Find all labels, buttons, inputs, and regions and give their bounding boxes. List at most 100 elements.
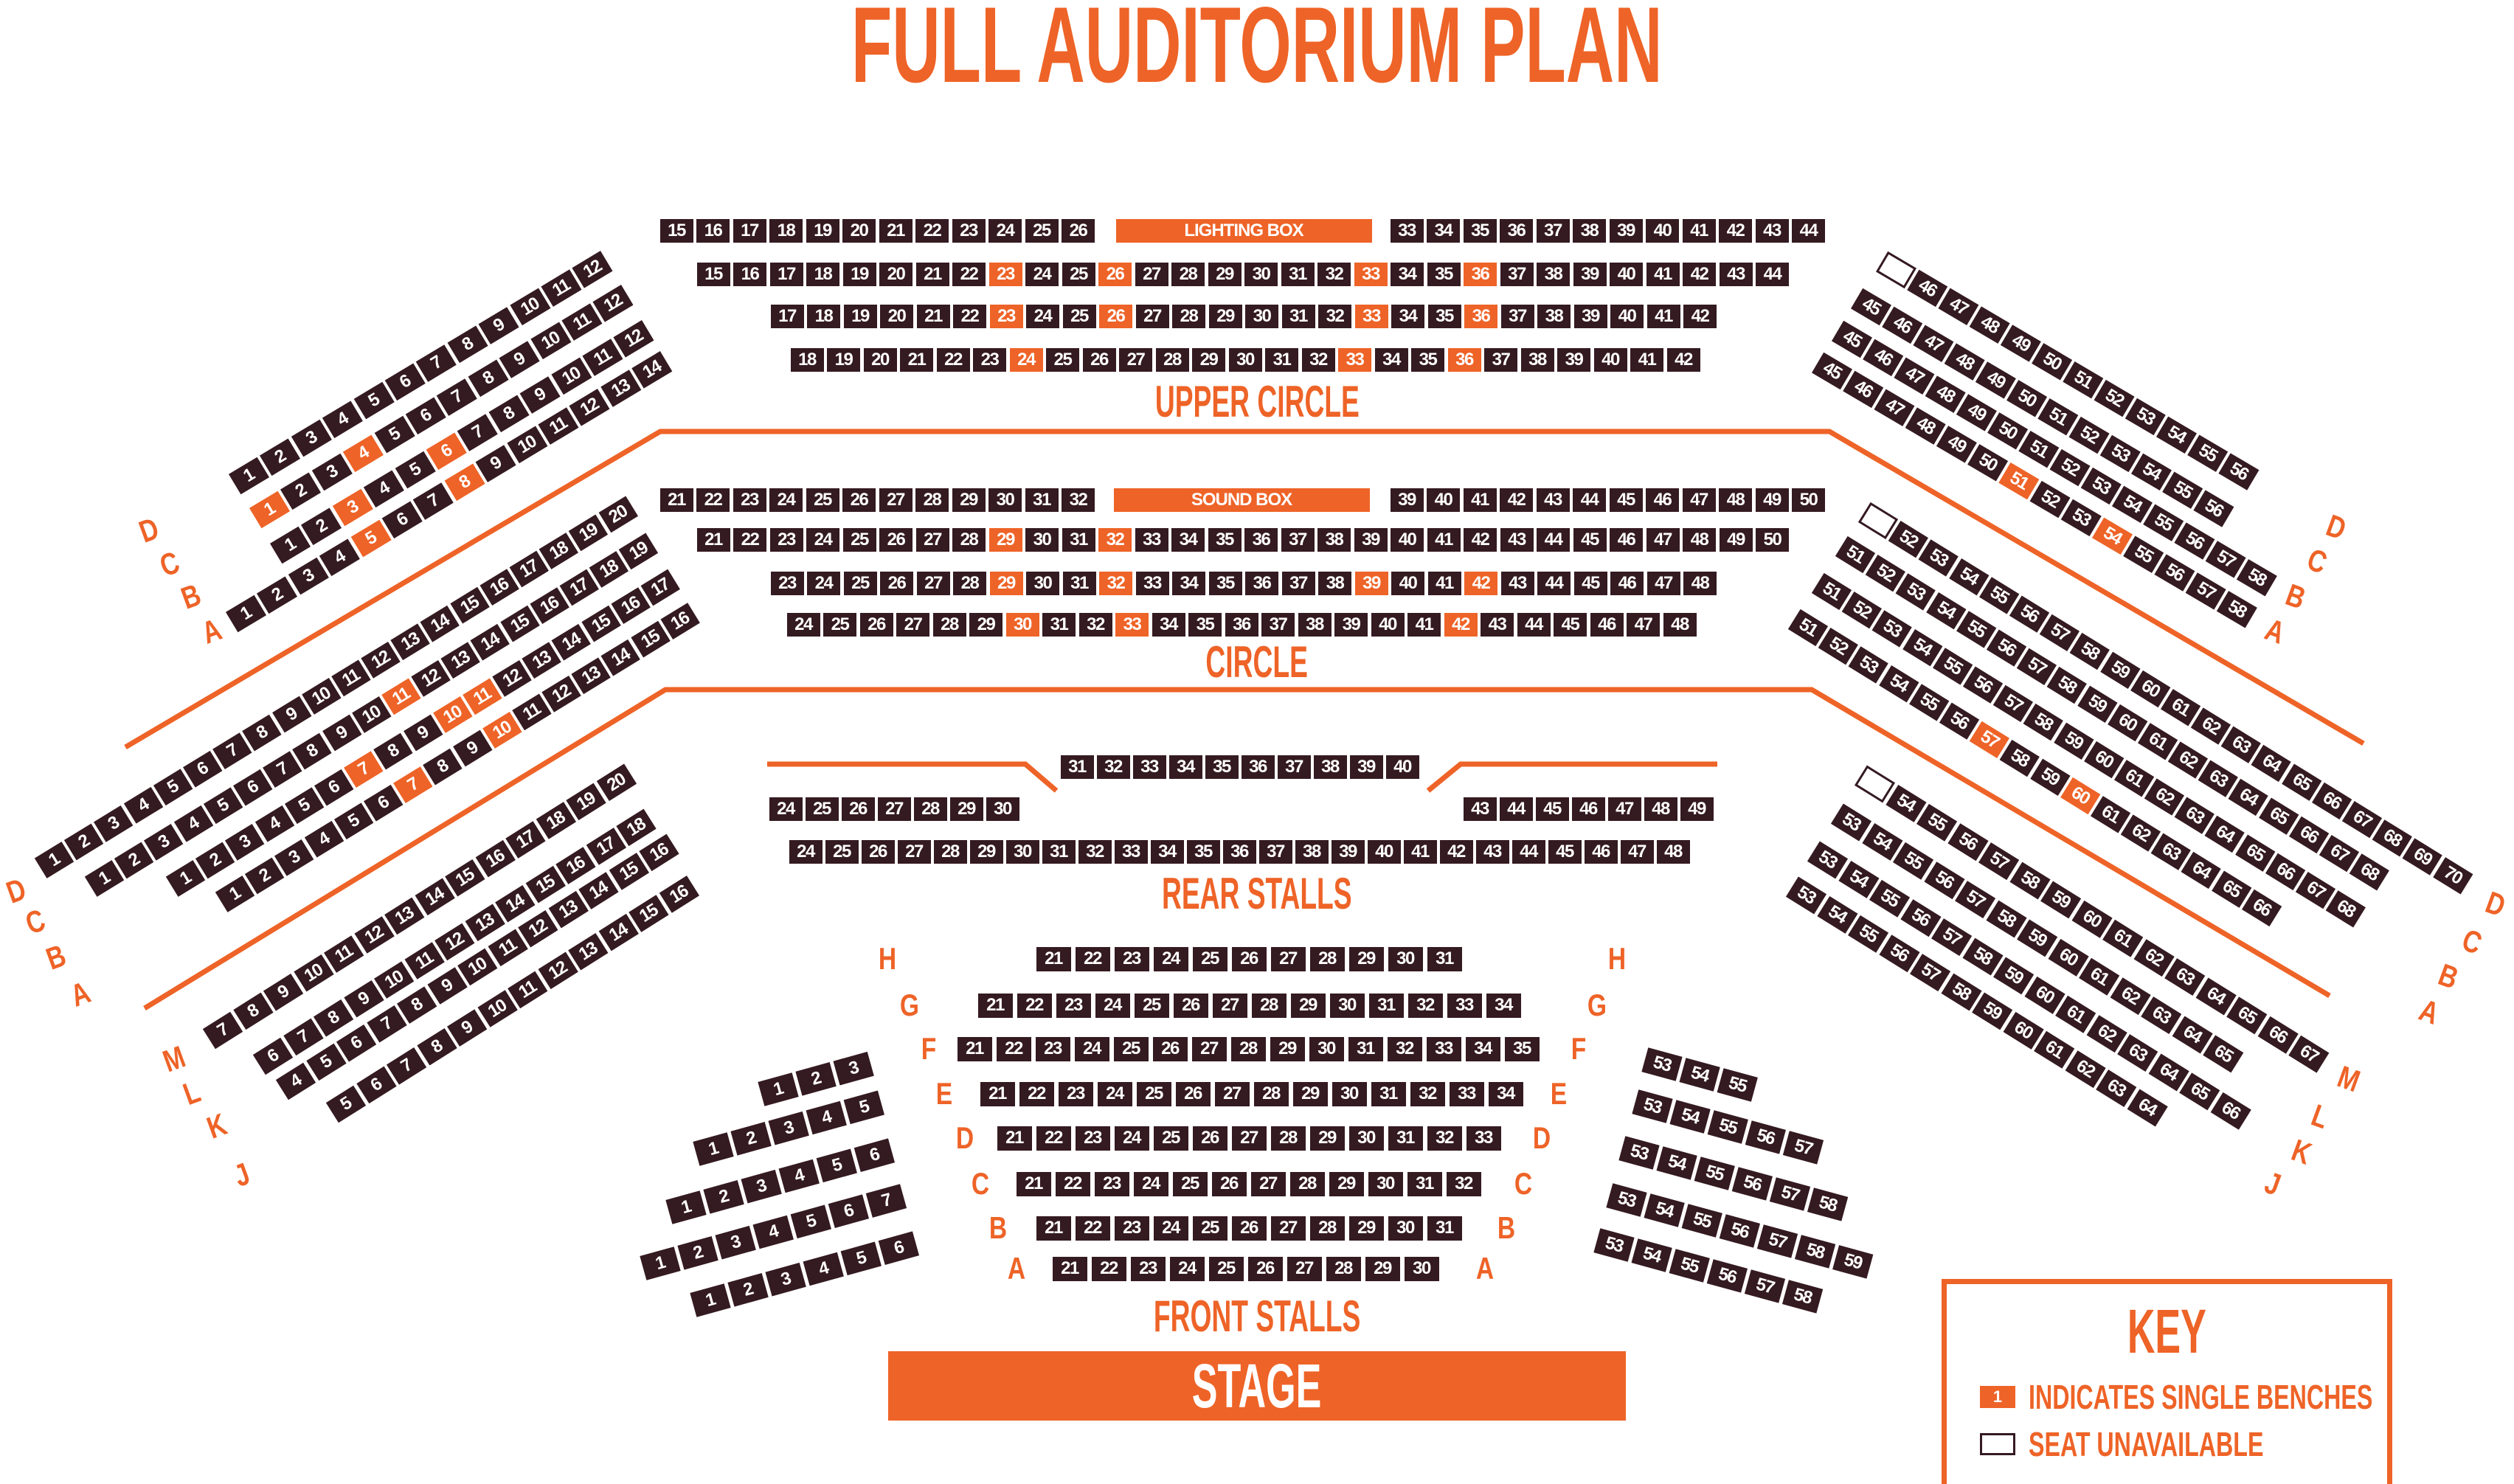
seat[interactable]: 31 [1388,1126,1423,1151]
seat[interactable]: 26 [1192,1126,1227,1151]
seat[interactable]: 33 [1132,755,1166,779]
seat[interactable]: 38 [1537,263,1570,286]
seat[interactable]: 36 [1225,613,1258,637]
seat[interactable]: 39 [1573,305,1607,328]
seat[interactable]: 33 [1114,840,1148,864]
seat[interactable]: 22 [1055,1171,1090,1196]
seat[interactable]: 29 [1208,263,1242,286]
seat[interactable]: 46 [1584,840,1618,864]
seat[interactable]: 30 [1228,348,1262,372]
seat[interactable]: 31 [1042,840,1076,864]
seat[interactable]: 40 [1391,528,1424,552]
seat[interactable]: 16 [733,263,766,286]
seat[interactable]: 20 [879,263,913,286]
seat[interactable]: 32 [1096,755,1130,779]
seat[interactable]: 22 [915,219,949,243]
seat[interactable]: 32 [1301,348,1335,372]
seat[interactable]: 25 [823,613,856,637]
seat[interactable]: 29 [952,488,986,512]
seat[interactable]: 25 [1208,1256,1244,1281]
seat[interactable]: 31 [1427,946,1462,971]
seat[interactable]: 24 [789,840,823,864]
seat[interactable]: 31 [1348,1036,1383,1061]
seat[interactable]: 27 [1214,1081,1250,1106]
seat[interactable]: 35 [1208,572,1242,595]
seat-single-bench[interactable]: 26 [1098,263,1132,286]
seat-single-bench[interactable]: 29 [988,528,1022,552]
seat[interactable]: 41 [1463,488,1497,512]
seat[interactable]: 23 [1094,1171,1129,1196]
seat[interactable]: 48 [1683,528,1716,552]
seat[interactable]: 23 [1130,1256,1166,1281]
seat[interactable]: 38 [1317,528,1351,552]
seat[interactable]: 45 [1548,840,1582,864]
seat[interactable]: 29 [1208,305,1242,328]
seat[interactable]: 29 [1348,1216,1384,1241]
seat[interactable]: 19 [827,348,860,372]
seat[interactable]: 27 [1135,263,1168,286]
seat[interactable]: 31 [1025,488,1059,512]
seat[interactable]: 42 [1683,305,1717,328]
seat[interactable]: 28 [1309,1216,1345,1241]
seat[interactable]: 37 [1484,348,1517,372]
seat[interactable]: 28 [1155,348,1189,372]
seat[interactable]: 31 [1060,755,1094,779]
seat[interactable]: 23 [1114,1216,1149,1241]
seat[interactable]: 29 [969,613,1003,637]
seat[interactable]: 38 [1313,755,1347,779]
seat[interactable]: 30 [1388,946,1423,971]
seat[interactable]: 39 [1334,613,1368,637]
seat[interactable]: 27 [1119,348,1152,372]
seat[interactable]: 35 [1208,528,1242,552]
seat[interactable]: 38 [1537,305,1571,328]
seat[interactable]: 47 [1620,840,1654,864]
seat[interactable]: 23 [1114,946,1149,971]
seat[interactable]: 26 [1082,348,1116,372]
seat[interactable]: 34 [1374,348,1408,372]
seat[interactable]: 32 [1410,1081,1445,1106]
seat[interactable]: 28 [953,572,986,595]
seat[interactable]: 32 [1317,263,1351,286]
seat[interactable]: 29 [1348,946,1384,971]
seat-single-bench[interactable]: 26 [1099,305,1132,328]
seat[interactable]: 26 [1231,946,1267,971]
seat[interactable]: 31 [1281,263,1315,286]
seat[interactable]: 26 [1231,1216,1267,1241]
seat[interactable]: 30 [1005,840,1039,864]
seat[interactable]: 29 [1270,1036,1305,1061]
seat[interactable]: 30 [1348,1126,1384,1151]
seat[interactable]: 28 [1251,993,1287,1018]
seat[interactable]: 40 [1371,613,1405,637]
seat[interactable]: 43 [1463,797,1497,821]
seat[interactable]: 44 [1537,572,1571,595]
seat[interactable]: 36 [1245,572,1278,595]
seat[interactable]: 21 [915,263,949,286]
seat[interactable]: 26 [880,572,913,595]
seat[interactable]: 31 [1427,1216,1462,1241]
seat[interactable]: 36 [1241,755,1275,779]
seat[interactable]: 25 [1062,305,1096,328]
seat[interactable]: 44 [1517,613,1551,637]
seat[interactable]: 37 [1281,528,1315,552]
seat[interactable]: 41 [1427,528,1461,552]
seat[interactable]: 40 [1427,488,1460,512]
seat[interactable]: 43 [1500,572,1534,595]
seat[interactable]: 40 [1593,348,1627,372]
seat[interactable]: 35 [1205,755,1239,779]
seat[interactable]: 26 [1173,993,1208,1018]
seat[interactable]: 24 [1095,993,1130,1018]
seat[interactable]: 38 [1295,840,1329,864]
seat[interactable]: 41 [1427,572,1461,595]
seat[interactable]: 27 [1270,946,1306,971]
seat[interactable]: 18 [806,263,839,286]
seat[interactable]: 46 [1610,572,1644,595]
seat[interactable]: 23 [1035,1036,1070,1061]
seat[interactable]: 17 [733,219,766,243]
seat[interactable]: 21 [980,1081,1015,1106]
seat-single-bench[interactable]: 32 [1099,572,1132,595]
seat[interactable]: 32 [1427,1126,1462,1151]
seat[interactable]: 44 [1511,840,1545,864]
seat[interactable]: 22 [936,348,970,372]
seat[interactable]: 34 [1150,840,1184,864]
seat[interactable]: 34 [1171,528,1205,552]
